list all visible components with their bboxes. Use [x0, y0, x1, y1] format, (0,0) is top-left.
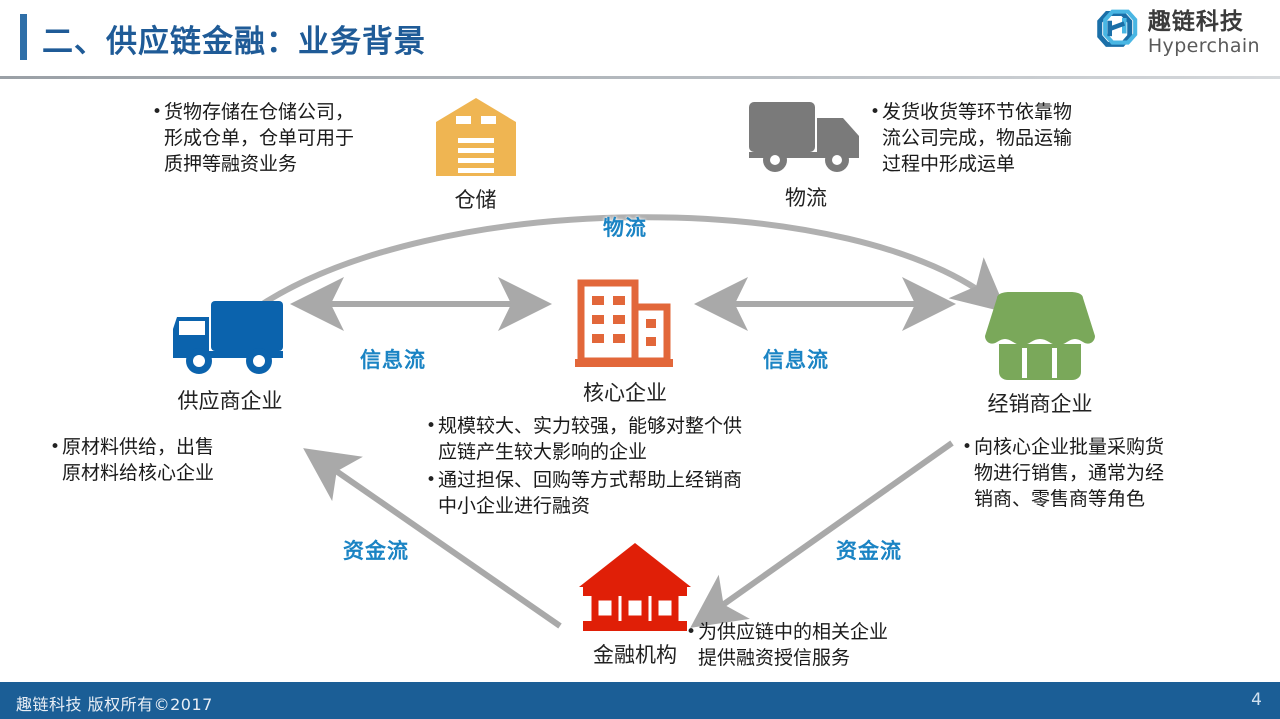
list-item: • 货物存储在仓储公司， 形成仓单，仓单可用于 质押等融资业务 — [150, 99, 420, 177]
office-building-icon — [575, 279, 673, 367]
bullet-dot: • — [869, 102, 881, 122]
bullet-dot: • — [961, 437, 973, 457]
title-accent-bar — [20, 14, 27, 60]
truck-icon — [173, 301, 283, 374]
logo-text-block: 趣链科技 Hyperchain — [1147, 8, 1260, 57]
node-logistics: 物流 — [742, 96, 870, 212]
flow-label-info-left: 信息流 — [360, 348, 426, 372]
node-label-logistics: 物流 — [785, 186, 827, 210]
node-label-bank: 金融机构 — [593, 643, 677, 667]
note-text: 为供应链中的相关企业 提供融资授信服务 — [698, 621, 889, 669]
note-text: 货物存储在仓储公司， 形成仓单，仓单可用于 质押等融资业务 — [164, 101, 355, 175]
bank-icon — [579, 543, 691, 631]
header-divider — [0, 76, 1280, 79]
node-label-warehouse: 仓储 — [454, 188, 497, 212]
notes-dealer: • 向核心企业批量采购货 物进行销售，通常为经 销商、零售商等角色 — [960, 434, 1250, 514]
flow-label-capital-left: 资金流 — [343, 539, 409, 563]
node-label-dealer: 经销商企业 — [987, 392, 1093, 416]
list-item: • 原材料供给，出售 原材料给核心企业 — [48, 434, 328, 486]
notes-bank: • 为供应链中的相关企业 提供融资授信服务 — [684, 619, 954, 673]
footer-copyright: 趣链科技 版权所有©2017 — [16, 695, 213, 714]
bullet-dot: • — [425, 470, 437, 490]
bullet-dot: • — [49, 437, 61, 457]
hyperchain-logo-icon — [1097, 9, 1138, 47]
slide-header: 二、供应链金融：业务背景 趣链科技 Hyperchain — [0, 0, 1280, 76]
note-text: 向核心企业批量采购货 物进行销售，通常为经 销商、零售商等角色 — [974, 436, 1165, 510]
node-label-supplier: 供应商企业 — [177, 389, 283, 413]
page-title: 二、供应链金融：业务背景 — [42, 24, 426, 60]
notes-warehouse: • 货物存储在仓储公司， 形成仓单，仓单可用于 质押等融资业务 — [150, 99, 420, 179]
storefront-icon — [985, 292, 1095, 380]
capital-flow-left-arrow — [303, 448, 562, 629]
node-bank: 金融机构 — [565, 541, 705, 669]
flow-label-info-right: 信息流 — [763, 348, 829, 372]
list-item: • 发货收货等环节依靠物 流公司完成，物品运输 过程中形成运单 — [868, 99, 1148, 177]
flow-label-logistics: 物流 — [603, 216, 647, 240]
logo-chinese-name: 趣链科技 — [1147, 8, 1244, 35]
slide-footer: 趣链科技 版权所有©2017 4 — [0, 682, 1280, 719]
capital-flow-right-arrow — [690, 440, 954, 628]
list-item: • 为供应链中的相关企业 提供融资授信服务 — [684, 619, 954, 671]
logistics-arc-arrow — [250, 214, 1008, 314]
node-label-core: 核心企业 — [583, 381, 667, 405]
brand-logo: 趣链科技 Hyperchain — [1094, 8, 1260, 58]
note-text: 通过担保、回购等方式帮助上经销商 中小企业进行融资 — [438, 469, 743, 517]
diagram-canvas: 物流 信息流 信息流 资金流 资金流 仓储 • 货物存储在仓储公司， 形成仓 — [0, 79, 1280, 682]
note-text: 原材料供给，出售 原材料给核心企业 — [62, 436, 215, 484]
warehouse-icon — [435, 98, 516, 176]
bullet-dot: • — [685, 622, 697, 642]
logo-english-name: Hyperchain — [1147, 34, 1260, 57]
notes-supplier: • 原材料供给，出售 原材料给核心企业 — [48, 434, 328, 488]
list-item: • 规模较大、实力较强，能够对整个供 应链产生较大影响的企业 — [424, 413, 844, 465]
bullet-dot: • — [151, 102, 163, 122]
node-dealer: 经销商企业 — [960, 292, 1120, 418]
truck-icon — [749, 102, 859, 172]
notes-core: • 规模较大、实力较强，能够对整个供 应链产生较大影响的企业 • 通过担保、回购… — [424, 413, 844, 521]
notes-logistics: • 发货收货等环节依靠物 流公司完成，物品运输 过程中形成运单 — [868, 99, 1148, 179]
node-supplier: 供应商企业 — [150, 297, 310, 415]
node-core: 核心企业 — [560, 279, 690, 407]
note-text: 规模较大、实力较强，能够对整个供 应链产生较大影响的企业 — [438, 415, 743, 463]
flow-arrows — [250, 214, 1008, 629]
node-warehouse: 仓储 — [418, 96, 533, 214]
bullet-dot: • — [425, 416, 437, 436]
note-text: 发货收货等环节依靠物 流公司完成，物品运输 过程中形成运单 — [882, 101, 1073, 175]
flow-label-capital-right: 资金流 — [836, 539, 902, 563]
list-item: • 通过担保、回购等方式帮助上经销商 中小企业进行融资 — [424, 467, 844, 519]
list-item: • 向核心企业批量采购货 物进行销售，通常为经 销商、零售商等角色 — [960, 434, 1250, 512]
page-number: 4 — [1251, 690, 1262, 710]
